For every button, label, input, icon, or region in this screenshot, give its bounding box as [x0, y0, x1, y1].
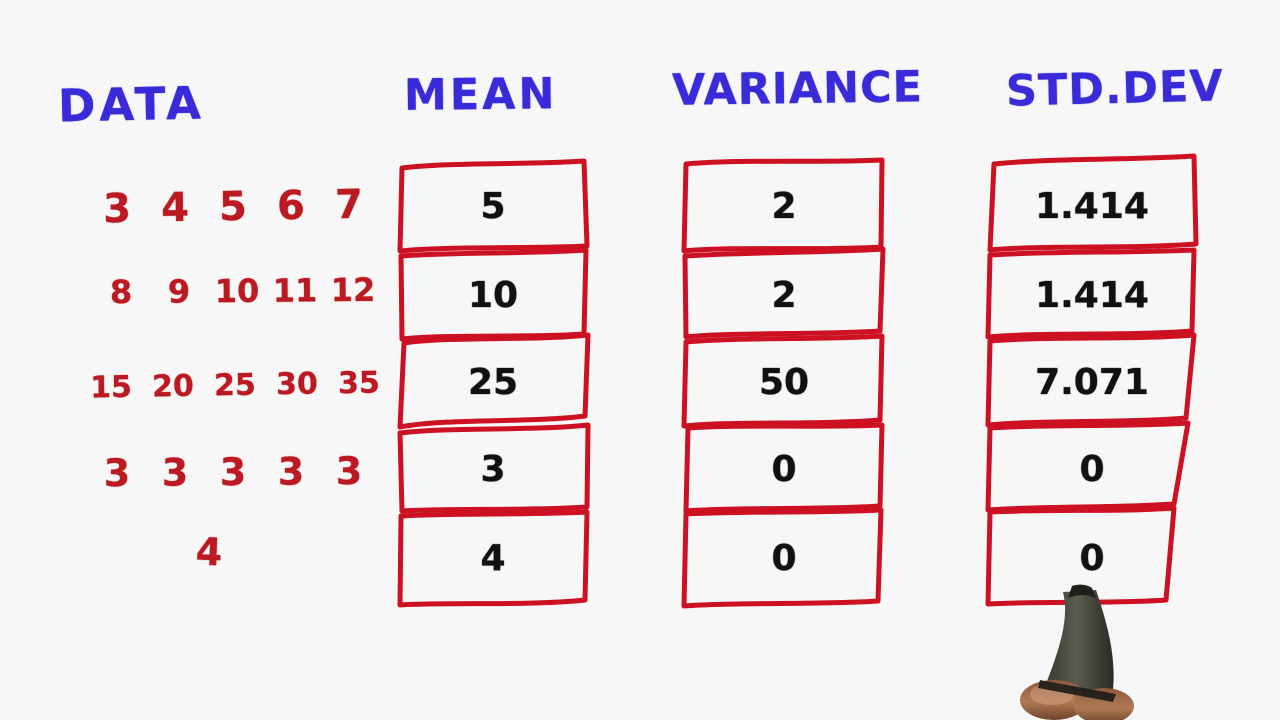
mean-cell-wrapper: 5 — [397, 158, 590, 254]
std-dev-cell: 0 — [985, 505, 1196, 607]
std-dev-value: 0 — [1079, 448, 1105, 490]
pen-grip-band — [1038, 680, 1116, 702]
data-value: 25 — [213, 367, 257, 404]
std-dev-cell-wrapper: 1.414 — [985, 247, 1197, 340]
variance-value: 0 — [771, 448, 797, 490]
column-header-mean: MEAN — [403, 69, 558, 121]
column-header-std-dev: STD.DEV — [1005, 61, 1225, 117]
data-value: 9 — [167, 272, 191, 311]
data-value: 3 — [335, 448, 363, 494]
hand-drawn-box-icon — [681, 507, 884, 609]
data-row: 15 20 25 30 35 — [80, 365, 391, 405]
variance-cell-wrapper: 0 — [681, 507, 884, 609]
variance-cell-wrapper: 2 — [682, 246, 886, 340]
hand-drawn-box-icon — [987, 153, 1199, 253]
data-value: 11 — [272, 271, 318, 310]
variance-cell: 0 — [681, 507, 884, 609]
std-dev-value: 0 — [1079, 537, 1105, 579]
hand-drawn-box-icon — [682, 246, 886, 340]
stylus-pen-icon — [1020, 584, 1134, 720]
std-dev-cell: 7.071 — [985, 332, 1197, 428]
variance-value: 2 — [771, 185, 797, 227]
std-dev-value: 1.414 — [1035, 185, 1149, 227]
mean-value: 10 — [467, 274, 519, 316]
data-value: 8 — [109, 272, 133, 312]
mean-cell-wrapper: 3 — [397, 422, 591, 514]
data-value: 15 — [89, 369, 133, 406]
data-value: 20 — [151, 368, 195, 405]
mean-value: 4 — [480, 537, 506, 579]
std-dev-column: 1.414 1.414 7.071 — [985, 153, 1199, 607]
data-value: 7 — [334, 181, 364, 229]
mean-cell-wrapper: 4 — [397, 509, 590, 608]
data-value: 35 — [337, 365, 381, 402]
variance-cell-wrapper: 0 — [683, 422, 885, 514]
hand-drawn-box-icon — [397, 422, 591, 514]
data-value: 4 — [160, 184, 190, 232]
hand-drawn-box-icon — [681, 333, 885, 429]
std-dev-cell-wrapper: 1.414 — [987, 153, 1199, 253]
data-value: 3 — [277, 449, 305, 494]
variance-column: 2 2 50 0 — [681, 157, 886, 609]
variance-value: 2 — [771, 274, 797, 316]
std-dev-cell-wrapper: 7.071 — [985, 332, 1197, 428]
data-value: 5 — [218, 183, 248, 231]
mean-value: 25 — [467, 361, 519, 403]
mean-cell: 10 — [398, 247, 589, 342]
hand-drawn-box-icon — [683, 422, 885, 514]
data-value: 3 — [161, 450, 189, 495]
variance-cell: 0 — [683, 422, 885, 514]
variance-cell-wrapper: 50 — [681, 333, 885, 429]
data-value: 3 — [103, 450, 131, 496]
data-value: 6 — [276, 182, 306, 230]
std-dev-cell-wrapper: 0 — [985, 505, 1196, 607]
hand-drawn-box-icon — [985, 505, 1177, 607]
hand-drawn-box-icon — [397, 332, 591, 430]
hand-drawn-box-icon — [985, 420, 1191, 513]
std-dev-cell: 0 — [985, 420, 1196, 513]
mean-value: 5 — [480, 185, 506, 227]
mean-cell-wrapper: 10 — [398, 247, 589, 342]
hand-drawn-box-icon — [985, 332, 1197, 428]
column-header-data: DATA — [57, 76, 206, 133]
variance-cell: 2 — [682, 246, 886, 340]
std-dev-value: 7.071 — [1035, 361, 1149, 403]
mean-cell-wrapper: 25 — [397, 332, 591, 430]
data-row: 4 — [179, 529, 239, 575]
pen-body — [1046, 590, 1114, 698]
mean-cell: 25 — [397, 332, 591, 430]
variance-cell: 50 — [681, 333, 885, 429]
data-value: 10 — [214, 271, 260, 311]
data-value: 30 — [275, 366, 319, 403]
data-value: 4 — [195, 529, 223, 575]
pen-tip — [1068, 584, 1096, 598]
std-dev-cell-wrapper: 0 — [985, 420, 1196, 513]
hand-drawn-box-icon — [985, 247, 1197, 340]
variance-value: 50 — [758, 361, 810, 403]
data-value: 12 — [330, 270, 376, 310]
std-dev-cell: 1.414 — [985, 247, 1197, 340]
data-row: 3 3 3 3 3 — [88, 449, 378, 496]
data-value: 3 — [102, 185, 132, 233]
column-header-variance: VARIANCE — [671, 62, 924, 116]
hand-drawn-box-icon — [397, 158, 590, 254]
hand-drawn-box-icon — [397, 509, 590, 608]
data-value: 3 — [219, 449, 247, 495]
data-row: 3 4 5 6 7 — [88, 181, 379, 233]
mean-cell: 3 — [397, 422, 591, 514]
std-dev-value: 1.414 — [1035, 274, 1149, 316]
mean-value: 3 — [480, 448, 506, 490]
variance-value: 0 — [771, 537, 797, 579]
mean-cell: 5 — [397, 158, 590, 254]
mean-column: 5 10 25 3 — [397, 158, 591, 608]
mean-cell: 4 — [397, 509, 590, 608]
variance-cell-wrapper: 2 — [681, 157, 885, 254]
std-dev-cell: 1.414 — [987, 153, 1199, 253]
data-row: 8 9 10 11 12 — [92, 271, 382, 312]
variance-cell: 2 — [681, 157, 885, 254]
